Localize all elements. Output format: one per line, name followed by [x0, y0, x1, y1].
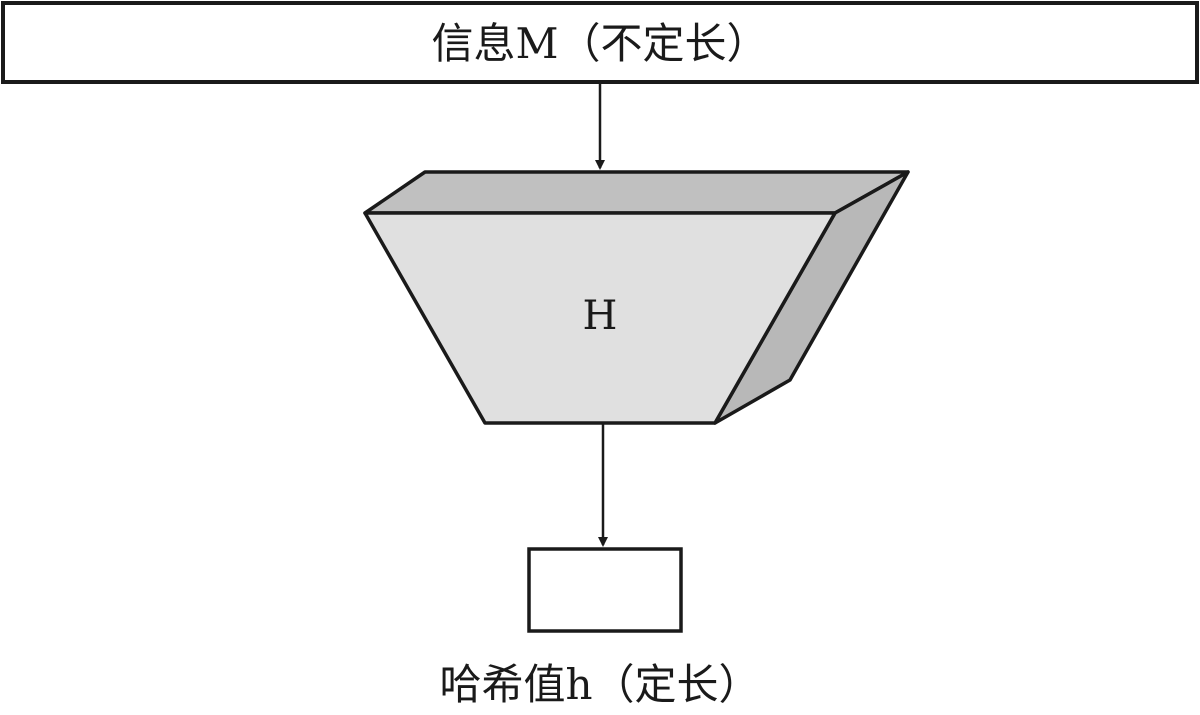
- output-hash-box: [527, 547, 683, 633]
- hash-function-label: H: [582, 293, 618, 339]
- hash-function-top-face: [363, 170, 910, 215]
- hash-function-front-face: [363, 211, 837, 425]
- output-hash-label: 哈希值h（定长）: [439, 660, 761, 709]
- input-message-label: 信息M（不定长）: [431, 19, 769, 68]
- input-message-box: [1, 1, 1199, 84]
